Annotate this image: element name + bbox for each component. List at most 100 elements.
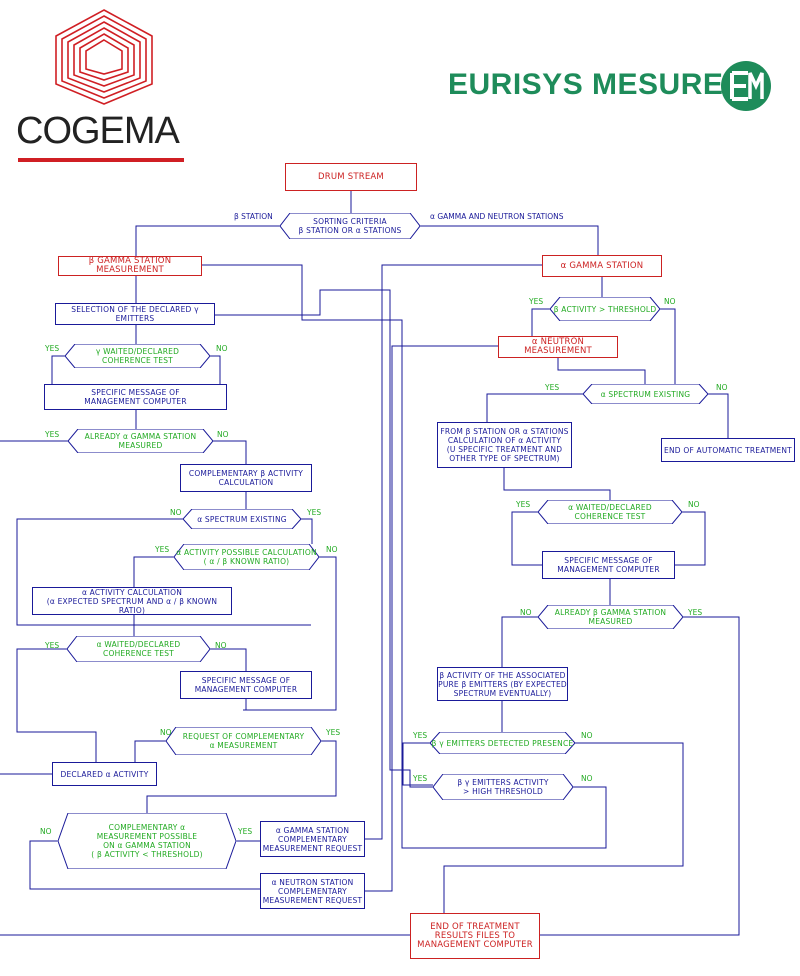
connector-line	[215, 289, 433, 788]
box-drum-stream: DRUM STREAM	[285, 163, 417, 191]
decision-text: REQUEST OF COMPLEMENTARY α MEASUREMENT	[182, 732, 305, 750]
connector-line	[301, 518, 313, 544]
connector-line	[501, 616, 538, 667]
decision-shape	[430, 732, 575, 754]
box-end-treatment: END OF TREATMENT RESULTS FILES TO MANAGE…	[410, 913, 540, 959]
no-label: NO	[688, 500, 700, 509]
connector-line	[675, 511, 706, 566]
yes-label: YES	[516, 500, 531, 509]
connector-line	[134, 740, 166, 762]
decision-alpha-spectrum-right: α SPECTRUM EXISTING	[583, 384, 708, 404]
decision-request-complementary: REQUEST OF COMPLEMENTARY α MEASUREMENT	[166, 727, 321, 755]
yes-label: YES	[545, 383, 560, 392]
box-from-beta-station: FROM β STATION OR α STATIONS CALCULATION…	[437, 422, 572, 468]
box-alpha-gamma-request: α GAMMA STATION COMPLEMENTARY MEASUREMEN…	[260, 821, 365, 857]
connector-line	[557, 358, 646, 384]
yes-label: YES	[45, 344, 60, 353]
connector-line	[29, 840, 260, 890]
decision-bg-high-threshold: β γ EMITTERS ACTIVITY > HIGH THRESHOLD	[433, 774, 573, 800]
box-complementary-beta: COMPLEMENTARY β ACTIVITY CALCULATION	[180, 464, 312, 492]
yes-label: YES	[45, 641, 60, 650]
box-end-automatic: END OF AUTOMATIC TREATMENT	[661, 438, 795, 462]
box-specific-msg-2: SPECIFIC MESSAGE OF MANAGEMENT COMPUTER	[180, 671, 312, 699]
decision-shape	[58, 813, 236, 869]
decision-text: α WAITED/DECLARED COHERENCE TEST	[568, 503, 652, 521]
yes-label: YES	[413, 774, 428, 783]
connector-line	[210, 648, 247, 671]
connector-line	[16, 648, 97, 762]
box-specific-msg-3: SPECIFIC MESSAGE OF MANAGEMENT COMPUTER	[542, 551, 675, 579]
cogema-underline	[18, 158, 184, 162]
box-beta-pure-emitters: β ACTIVITY OF THE ASSOCIATED PURE β EMIT…	[437, 667, 568, 701]
connector-line	[202, 264, 607, 849]
decision-text: β ACTIVITY > THRESHOLD	[553, 304, 657, 314]
connector-line	[540, 616, 740, 936]
connector-line	[365, 345, 498, 892]
box-declared-alpha: DECLARED α ACTIVITY	[52, 762, 157, 786]
no-label: NO	[520, 608, 532, 617]
no-label: NO	[160, 728, 172, 737]
decision-alpha-possible-calc: α ACTIVITY POSSIBLE CALCULATION ( α / β …	[174, 544, 319, 570]
decision-complementary-possible: COMPLEMENTARY α MEASUREMENT POSSIBLE ON …	[58, 813, 236, 869]
connector-line	[16, 518, 311, 626]
decision-shape	[68, 429, 213, 453]
box-alpha-gamma-station: α GAMMA STATION	[542, 255, 662, 277]
connector-line	[531, 308, 550, 336]
connector-line	[51, 355, 65, 384]
connector-line	[443, 742, 684, 913]
decision-alpha-spectrum-left: α SPECTRUM EXISTING	[183, 509, 301, 529]
box-alpha-calc: α ACTIVITY CALCULATION (α EXPECTED SPECT…	[32, 587, 232, 615]
decision-text: γ WAITED/DECLARED COHERENCE TEST	[95, 347, 180, 365]
decision-shape	[183, 509, 301, 529]
no-label: NO	[581, 774, 593, 783]
box-specific-msg-1: SPECIFIC MESSAGE OF MANAGEMENT COMPUTER	[44, 384, 227, 410]
cogema-wordmark: COGEMA	[16, 110, 180, 152]
yes-label: YES	[155, 545, 170, 554]
decision-shape	[538, 605, 683, 629]
no-label: NO	[664, 297, 676, 306]
connector-line	[365, 264, 542, 840]
decision-already-alpha-gamma: ALREADY α GAMMA STATION MEASURED	[68, 429, 213, 453]
eurisys-wordmark: EURISYS MESURES	[448, 68, 744, 101]
box-alpha-neutron: α NEUTRON MEASUREMENT	[498, 336, 618, 358]
no-label: NO	[581, 731, 593, 740]
no-label: NO	[217, 430, 229, 439]
eurisys-mark-icon	[721, 61, 771, 111]
decision-shape	[166, 727, 321, 755]
yes-label: YES	[529, 297, 544, 306]
decision-alpha-coherence-right: α WAITED/DECLARED COHERENCE TEST	[538, 500, 682, 524]
no-label: NO	[326, 545, 338, 554]
no-label: NO	[40, 827, 52, 836]
connector-line	[708, 393, 729, 438]
connector-line	[511, 511, 542, 566]
decision-text: SORTING CRITERIA β STATION OR α STATIONS	[298, 217, 402, 235]
branch-label: β STATION	[234, 212, 273, 221]
yes-label: YES	[326, 728, 341, 737]
yes-label: YES	[45, 430, 60, 439]
connector-line	[133, 556, 174, 587]
decision-shape	[174, 544, 319, 570]
decision-gamma-coherence: γ WAITED/DECLARED COHERENCE TEST	[65, 344, 210, 368]
connector-line	[486, 393, 583, 422]
decision-beta-threshold: β ACTIVITY > THRESHOLD	[550, 297, 660, 321]
no-label: NO	[170, 508, 182, 517]
connector-line	[135, 225, 280, 256]
yes-label: YES	[307, 508, 322, 517]
decision-shape	[67, 636, 210, 662]
yes-label: YES	[413, 731, 428, 740]
connector-line	[243, 556, 337, 711]
branch-label: α GAMMA AND NEUTRON STATIONS	[430, 212, 564, 221]
box-selection-emitters: SELECTION OF THE DECLARED γ EMITTERS	[55, 303, 215, 325]
box-alpha-neutron-request: α NEUTRON STATION COMPLEMENTARY MEASUREM…	[260, 873, 365, 909]
connector-line	[503, 468, 611, 500]
cogema-emblem-icon	[55, 9, 153, 105]
decision-shape	[280, 213, 420, 239]
yes-label: YES	[238, 827, 253, 836]
decision-shape	[583, 384, 708, 404]
decision-shape	[550, 297, 660, 321]
decision-text: α ACTIVITY POSSIBLE CALCULATION ( α / β …	[176, 548, 317, 566]
connector-line	[420, 225, 599, 255]
connector-line	[660, 308, 676, 384]
decision-bg-presence: β γ EMITTERS DETECTED PRESENCE	[430, 732, 575, 754]
decision-sorting: SORTING CRITERIA β STATION OR α STATIONS	[280, 213, 420, 239]
